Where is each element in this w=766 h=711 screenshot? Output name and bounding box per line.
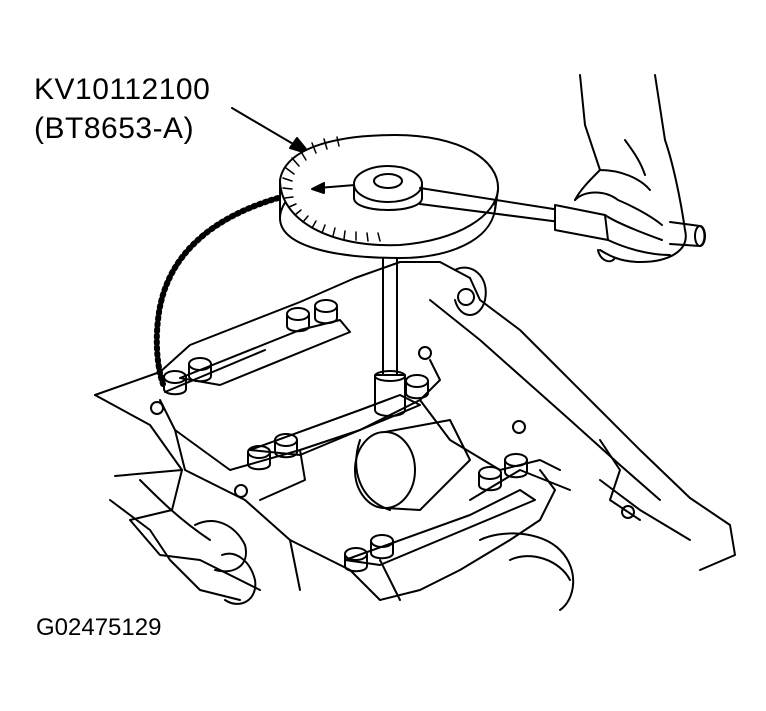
hand xyxy=(575,75,686,262)
bolt xyxy=(479,467,501,490)
figure-id-label: G02475129 xyxy=(36,614,162,641)
bolt xyxy=(505,454,527,477)
cap-bolts xyxy=(164,300,527,571)
angle-gauge-dial xyxy=(280,135,498,258)
extension-bar xyxy=(375,258,405,416)
tool-alt-number-label: (BT8653-A) xyxy=(34,112,195,145)
bolt xyxy=(189,358,211,381)
wrench-handle xyxy=(420,188,705,246)
engine-block xyxy=(95,262,735,610)
bolt xyxy=(164,371,186,394)
bolt xyxy=(371,535,393,558)
bolt xyxy=(275,434,297,457)
bolt xyxy=(345,548,367,571)
bolt xyxy=(315,300,337,323)
bolt xyxy=(287,308,309,331)
dial-ticks xyxy=(283,137,380,241)
callout-arrow xyxy=(232,108,310,154)
bolt xyxy=(248,446,270,469)
tool-number-label: KV10112100 xyxy=(34,73,211,106)
